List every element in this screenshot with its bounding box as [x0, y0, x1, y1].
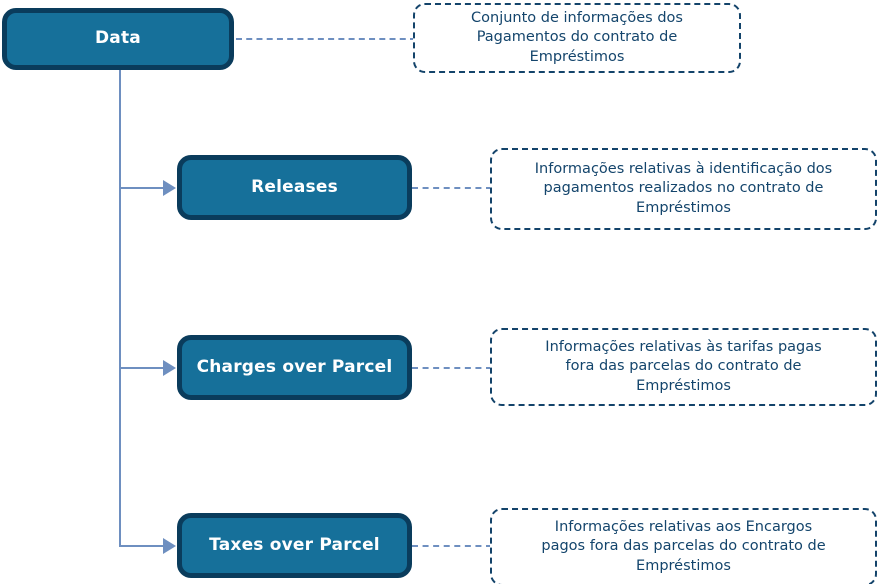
node-data-label: Data: [95, 28, 141, 49]
node-charges-over-parcel[interactable]: Charges over Parcel: [177, 335, 412, 400]
dash-connector-root-callout: [236, 38, 416, 40]
callout-charges-over-parcel-text: Informações relativas às tarifas pagas f…: [545, 339, 822, 394]
branch-line-taxes: [119, 545, 167, 547]
arrowhead-taxes: [163, 538, 176, 554]
arrowhead-releases: [163, 180, 176, 196]
callout-releases: Informações relativas à identificação do…: [490, 148, 877, 230]
callout-data-text: Conjunto de informações dos Pagamentos d…: [471, 10, 683, 65]
dash-connector-charges-callout: [412, 367, 492, 369]
node-releases-label: Releases: [251, 176, 338, 197]
callout-charges-over-parcel: Informações relativas às tarifas pagas f…: [490, 328, 877, 406]
callout-taxes-over-parcel-text: Informações relativas aos Encargos pagos…: [541, 519, 826, 574]
dash-connector-releases-callout: [412, 187, 492, 189]
dash-connector-taxes-callout: [412, 545, 492, 547]
arrowhead-charges: [163, 360, 176, 376]
branch-line-releases: [119, 187, 167, 189]
callout-data: Conjunto de informações dos Pagamentos d…: [413, 3, 741, 73]
node-data[interactable]: Data: [2, 8, 234, 70]
node-taxes-over-parcel-label: Taxes over Parcel: [209, 534, 380, 555]
callout-releases-text: Informações relativas à identificação do…: [534, 161, 833, 216]
branch-line-charges: [119, 367, 167, 369]
callout-taxes-over-parcel: Informações relativas aos Encargos pagos…: [490, 508, 877, 584]
node-charges-over-parcel-label: Charges over Parcel: [196, 356, 393, 377]
trunk-vertical-line: [119, 70, 121, 546]
node-releases[interactable]: Releases: [177, 155, 412, 220]
node-taxes-over-parcel[interactable]: Taxes over Parcel: [177, 513, 412, 578]
